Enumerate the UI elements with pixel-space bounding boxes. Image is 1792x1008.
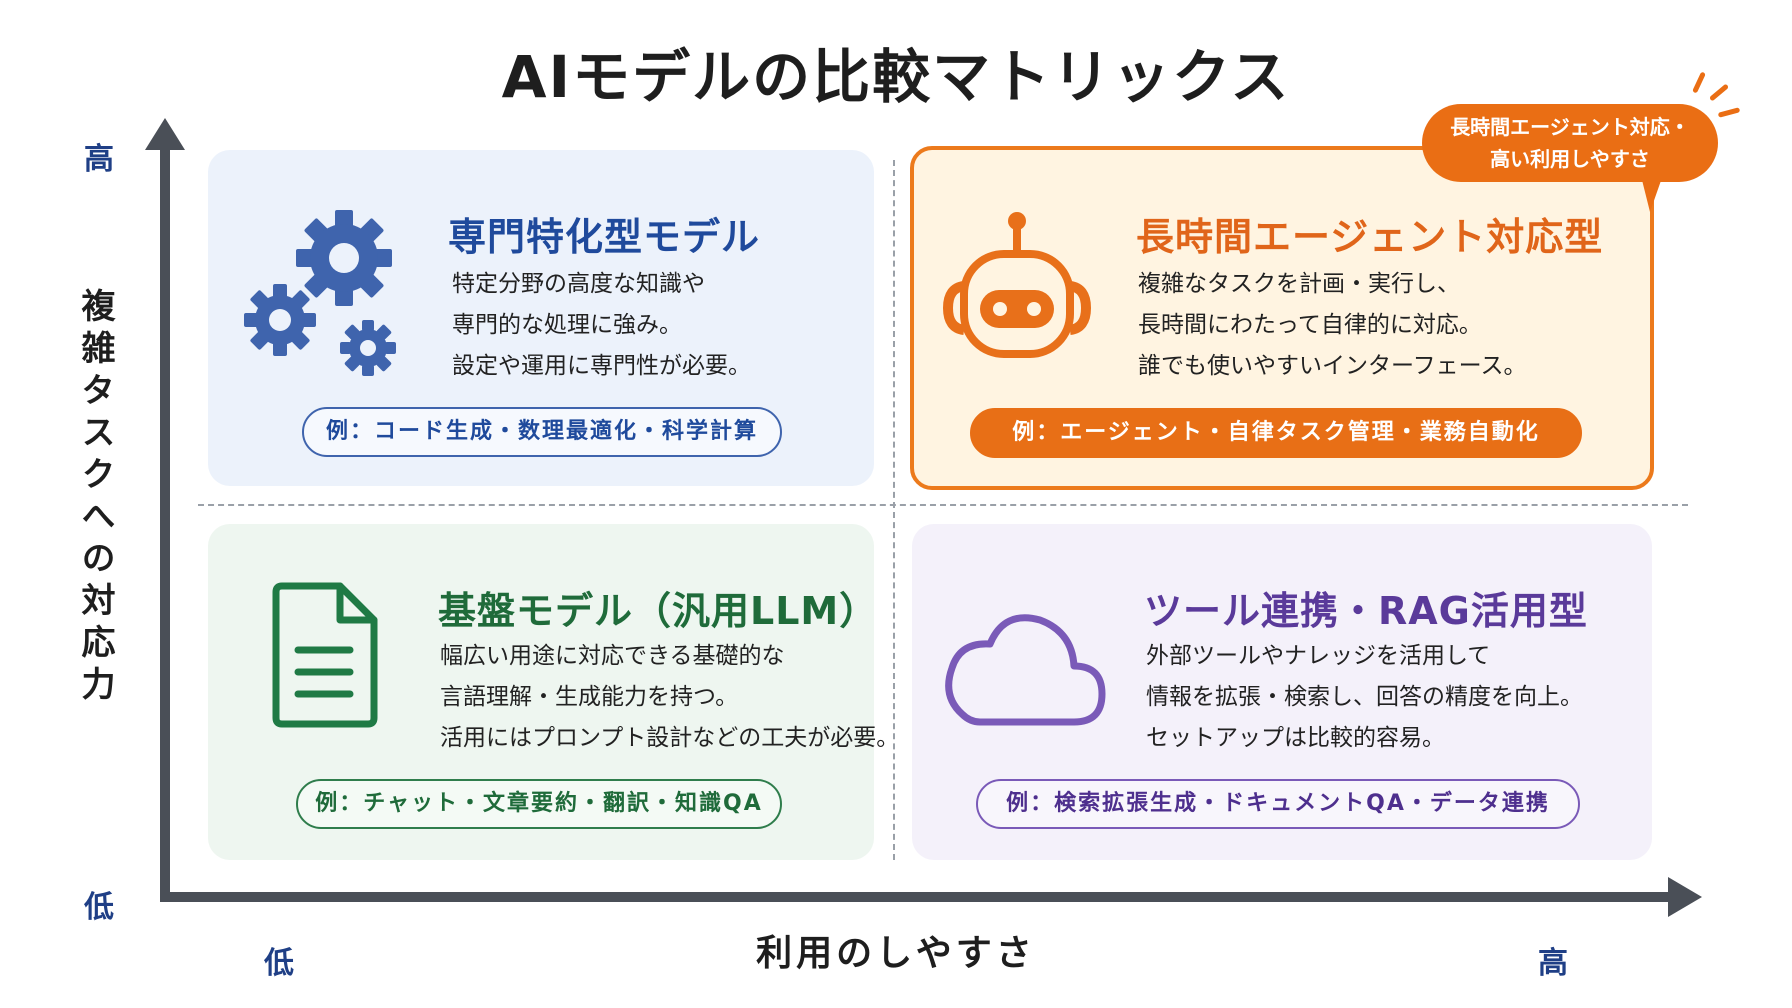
y-axis-title: 複雑タスクへの対応力 (75, 288, 115, 708)
desc-line: 誰でも使いやすいインターフェース。 (1138, 353, 1527, 379)
callout-bubble: 長時間エージェント対応・ 高い利用しやすさ (1422, 104, 1718, 182)
desc-line: 長時間にわたって自律的に対応。 (1138, 312, 1482, 338)
quadrant-divider-horizontal (198, 504, 1688, 506)
example-pill-rag: 例：検索拡張生成・ドキュメントQA・データ連携 (976, 779, 1580, 829)
cloud-icon (945, 614, 1106, 726)
desc-line: 外部ツールやナレッジを活用して (1146, 643, 1491, 669)
desc-line: 言語理解・生成能力を持つ。 (440, 684, 739, 710)
document-icon (272, 582, 378, 728)
example-pill-foundation: 例：チャット・文章要約・翻訳・知識QA (296, 779, 782, 829)
quadrant-desc-agent: 複雑なタスクを計画・実行し、 長時間にわたって自律的に対応。 誰でも使いやすいイ… (1138, 264, 1526, 387)
desc-line: 特定分野の高度な知識や (452, 271, 705, 297)
desc-line: 複雑なタスクを計画・実行し、 (1138, 271, 1460, 297)
quadrant-desc-specialized: 特定分野の高度な知識や 専門的な処理に強み。 設定や運用に専門性が必要。 (452, 264, 751, 387)
desc-line: 幅広い用途に対応できる基礎的な (440, 643, 785, 669)
x-axis-arrow (1668, 877, 1702, 917)
callout-line: 高い利用しやすさ (1490, 147, 1650, 171)
desc-line: 専門的な処理に強み。 (452, 312, 682, 338)
desc-line: 設定や運用に専門性が必要。 (452, 353, 751, 379)
quadrant-divider-vertical (893, 160, 895, 860)
x-axis-title: 利用のしやすさ (756, 933, 1036, 974)
robot-icon (942, 212, 1092, 358)
quadrant-desc-rag: 外部ツールやナレッジを活用して 情報を拡張・検索し、回答の精度を向上。 セットア… (1146, 636, 1583, 759)
quadrant-title-agent: 長時間エージェント対応型 (1136, 215, 1604, 259)
x-axis-high-label: 高 (1538, 946, 1568, 981)
y-axis-low-label: 低 (84, 890, 114, 925)
x-axis-line (160, 892, 1680, 902)
callout-line: 長時間エージェント対応・ (1450, 115, 1690, 139)
quadrant-desc-foundation: 幅広い用途に対応できる基礎的な 言語理解・生成能力を持つ。 活用にはプロンプト設… (440, 636, 899, 759)
x-axis-low-label: 低 (264, 946, 294, 981)
gears-icon (244, 210, 396, 376)
quadrant-title-specialized: 専門特化型モデル (448, 215, 761, 259)
example-pill-agent: 例：エージェント・自律タスク管理・業務自動化 (970, 408, 1582, 458)
quadrant-title-rag: ツール連携・RAG活用型 (1144, 589, 1588, 633)
y-axis-line (160, 142, 170, 902)
y-axis-arrow (145, 118, 185, 150)
y-axis-high-label: 高 (84, 142, 114, 177)
example-pill-specialized: 例：コード生成・数理最適化・科学計算 (302, 407, 782, 457)
desc-line: 情報を拡張・検索し、回答の精度を向上。 (1146, 684, 1583, 710)
quadrant-title-foundation: 基盤モデル（汎用LLM） (438, 589, 879, 633)
page-title: AIモデルの比較マトリックス (501, 43, 1291, 111)
desc-line: 活用にはプロンプト設計などの工夫が必要。 (440, 725, 900, 751)
desc-line: セットアップは比較的容易。 (1146, 725, 1445, 751)
